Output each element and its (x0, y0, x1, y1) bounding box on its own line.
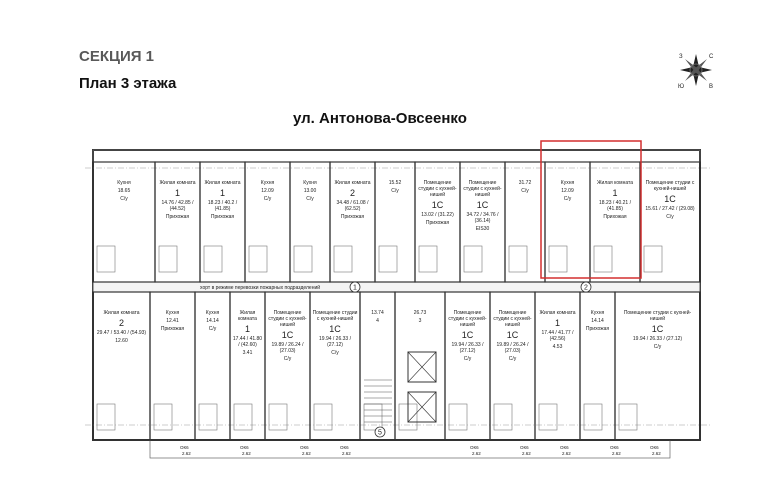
balcony-label: ОК6 (650, 445, 659, 450)
balcony-width: 2.62 (302, 451, 311, 456)
selected-apartment-highlight[interactable] (540, 140, 642, 279)
bathroom-fixture (593, 245, 613, 273)
room-outline (589, 161, 641, 283)
room-outline (504, 161, 546, 283)
elevator-shaft (407, 391, 437, 423)
balcony-width: 2.62 (242, 451, 251, 456)
room-outline (414, 161, 461, 283)
compass-letter-w: З (679, 54, 683, 60)
bathroom-fixture (618, 403, 638, 431)
axis-marker (374, 426, 386, 438)
bathroom-fixture (333, 245, 353, 273)
room-outline (534, 291, 581, 441)
bathroom-fixture (378, 245, 398, 273)
room-outline (394, 291, 446, 441)
bathroom-fixture (508, 245, 528, 273)
section-title: СЕКЦИЯ 1 (79, 48, 155, 65)
room-outline (489, 291, 536, 441)
room-outline (329, 161, 376, 283)
room-outline (544, 161, 591, 283)
room-outline (444, 291, 491, 441)
balcony-label: ОК6 (300, 445, 309, 450)
room-outline (374, 161, 416, 283)
bathroom-fixture (583, 403, 603, 431)
bathroom-fixture (363, 403, 383, 431)
bathroom-fixture (643, 245, 663, 273)
balcony-width: 2.62 (522, 451, 531, 456)
elevator-cross (407, 391, 437, 423)
room-outline (289, 161, 331, 283)
bathroom-fixture (538, 403, 558, 431)
axis-marker (349, 281, 361, 293)
axis-marker (580, 281, 592, 293)
elevator-shaft (407, 351, 437, 383)
compass-letter-n: С (709, 54, 714, 60)
balcony-label: ОК6 (180, 445, 189, 450)
axis-marker-label: 5 (378, 430, 382, 437)
compass-rose-icon: З С Ю В (678, 54, 714, 90)
bathroom-fixture (96, 245, 116, 273)
bathroom-fixture (418, 245, 438, 273)
bathroom-fixture (448, 403, 468, 431)
room-outline (194, 291, 231, 441)
bathroom-fixture (548, 245, 568, 273)
room-outline (149, 291, 196, 441)
bathroom-fixture (293, 245, 313, 273)
balcony-width: 2.62 (652, 451, 661, 456)
compass-letter-s: Ю (678, 84, 684, 90)
balcony-width: 2.62 (472, 451, 481, 456)
corridor-note: хорт в режиме перевозки пожарных подразд… (200, 284, 320, 291)
balcony-width: 2.62 (342, 451, 351, 456)
bathroom-fixture (203, 245, 223, 273)
bathroom-fixture (96, 403, 116, 431)
room-outline (244, 161, 291, 283)
bathroom-fixture (248, 245, 268, 273)
axis-marker-label: 2 (584, 285, 588, 292)
balcony-label: ОК6 (610, 445, 619, 450)
bathroom-fixture (493, 403, 513, 431)
room-outline (229, 291, 266, 441)
corridor (92, 281, 701, 293)
outer-wall (92, 149, 701, 441)
bottom-balcony-strip (149, 439, 671, 459)
room-outline (92, 291, 151, 441)
room-outline (459, 161, 506, 283)
balcony-label: ОК6 (470, 445, 479, 450)
room-outline (92, 161, 156, 283)
room-outline (579, 291, 616, 441)
room-outline (199, 161, 246, 283)
street-label: ул. Антонова-Овсеенко (293, 110, 467, 127)
room-outline (614, 291, 701, 441)
balcony-label: ОК6 (520, 445, 529, 450)
bathroom-fixture (233, 403, 253, 431)
room-outline (154, 161, 201, 283)
room-outline (359, 291, 396, 441)
balcony-width: 2.62 (612, 451, 621, 456)
room-outline (264, 291, 311, 441)
elevator-cross (407, 351, 437, 383)
balcony-width: 2.62 (562, 451, 571, 456)
bathroom-fixture (158, 245, 178, 273)
axis-marker-label: 1 (353, 285, 357, 292)
balcony-label: ОК6 (560, 445, 569, 450)
room-outline (639, 161, 701, 283)
compass-letter-e: В (709, 84, 713, 90)
bathroom-fixture (463, 245, 483, 273)
floor-title: План 3 этажа (79, 75, 177, 92)
bathroom-fixture (198, 403, 218, 431)
bathroom-fixture (268, 403, 288, 431)
top-balcony-strip (92, 149, 701, 163)
balcony-label: ОК6 (240, 445, 249, 450)
bathroom-fixture (313, 403, 333, 431)
room-outline (309, 291, 361, 441)
balcony-width: 2.62 (182, 451, 191, 456)
bathroom-fixture (153, 403, 173, 431)
balcony-label: ОК6 (340, 445, 349, 450)
